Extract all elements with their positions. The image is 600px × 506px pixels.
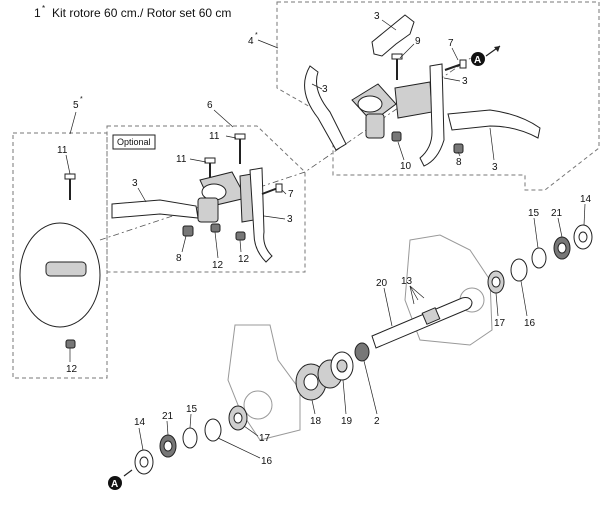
label-12-g6a: 12 [212,260,224,271]
blade-3-vertical [419,63,445,167]
group-5-number: 5 [73,100,79,111]
group-6-parts [111,133,283,263]
shaft-assembly [123,224,593,477]
label-2: 2 [374,416,380,427]
blade-3-top [371,14,415,57]
label-13: 13 [401,276,413,287]
blade-3-optional-horizontal [111,199,199,219]
label-7-g6: 7 [288,189,294,200]
callout-a-top-letter: A [474,55,481,66]
gearbox-housing [227,234,493,441]
group-4-box [276,1,600,191]
title-number: 1 [34,6,41,20]
label-15-lower: 15 [186,404,198,415]
label-3-right: 3 [492,162,498,173]
ring-15-lower [182,427,198,449]
group-5-parts [19,173,101,349]
label-12-g5: 12 [66,364,78,375]
label-3-left: 3 [322,84,328,95]
group-4-parts [304,14,541,167]
diagram-title: 1 * Kit rotore 60 cm./ Rotor set 60 cm [34,4,231,20]
title-text: Kit rotore 60 cm./ Rotor set 60 cm [52,6,231,20]
label-10: 10 [400,161,412,172]
group-4-number: 4 [248,36,254,47]
label-9: 9 [415,36,421,47]
label-20: 20 [376,278,388,289]
label-14-lower: 14 [134,417,146,428]
group-6-number: 6 [207,100,213,111]
optional-tag: Optional [112,134,156,150]
label-11-g6b: 11 [176,154,187,165]
label-19: 19 [341,416,353,427]
label-12-g6b: 12 [238,254,250,265]
label-8-g4: 8 [456,157,462,168]
blade-3-left [304,65,347,151]
ring-16-lower [204,418,222,442]
label-8-g6: 8 [176,253,182,264]
callout-a-bottom: A [108,476,122,490]
label-21-lower: 21 [162,411,174,422]
label-18: 18 [310,416,322,427]
group-6-box [106,125,306,273]
group-4-label: 4 * [248,32,279,49]
label-17-upper: 17 [494,318,506,329]
label-16-upper: 16 [524,318,536,329]
group-5-marker: * [80,96,83,103]
label-11-g5: 11 [57,145,68,156]
label-3-top: 3 [374,11,380,22]
callout-a-bottom-letter: A [111,479,118,490]
part-labels: 3 9 7 3 3 10 8 3 11 11 3 7 3 8 12 12 11 [57,11,592,467]
blade-3-optional-vertical [249,167,273,263]
nut-10 [391,131,402,142]
label-7-g4: 7 [448,38,454,49]
label-3-mid: 3 [462,76,468,87]
label-11-g6a: 11 [209,131,220,142]
label-21-upper: 21 [551,208,563,219]
group-5-box [12,132,108,379]
blade-3-right [447,109,541,139]
group-4-marker: * [255,32,258,39]
ring-16-upper [510,258,528,282]
label-3-g6b: 3 [287,214,293,225]
nut-8-g4 [453,143,464,154]
ring-15-upper [531,247,547,269]
group-5-label: 5 * [69,96,83,135]
label-14-upper: 14 [580,194,592,205]
group-6-label: 6 [207,100,234,128]
label-3-g6a: 3 [132,178,138,189]
label-15-upper: 15 [528,208,540,219]
callout-a-top: A [471,52,485,66]
optional-label: Optional [117,137,151,147]
bearing-2 [354,342,370,362]
title-marker: * [42,4,45,13]
label-16-lower: 16 [261,456,273,467]
label-17-lower: 17 [259,433,271,444]
shaft-20 [371,297,473,349]
